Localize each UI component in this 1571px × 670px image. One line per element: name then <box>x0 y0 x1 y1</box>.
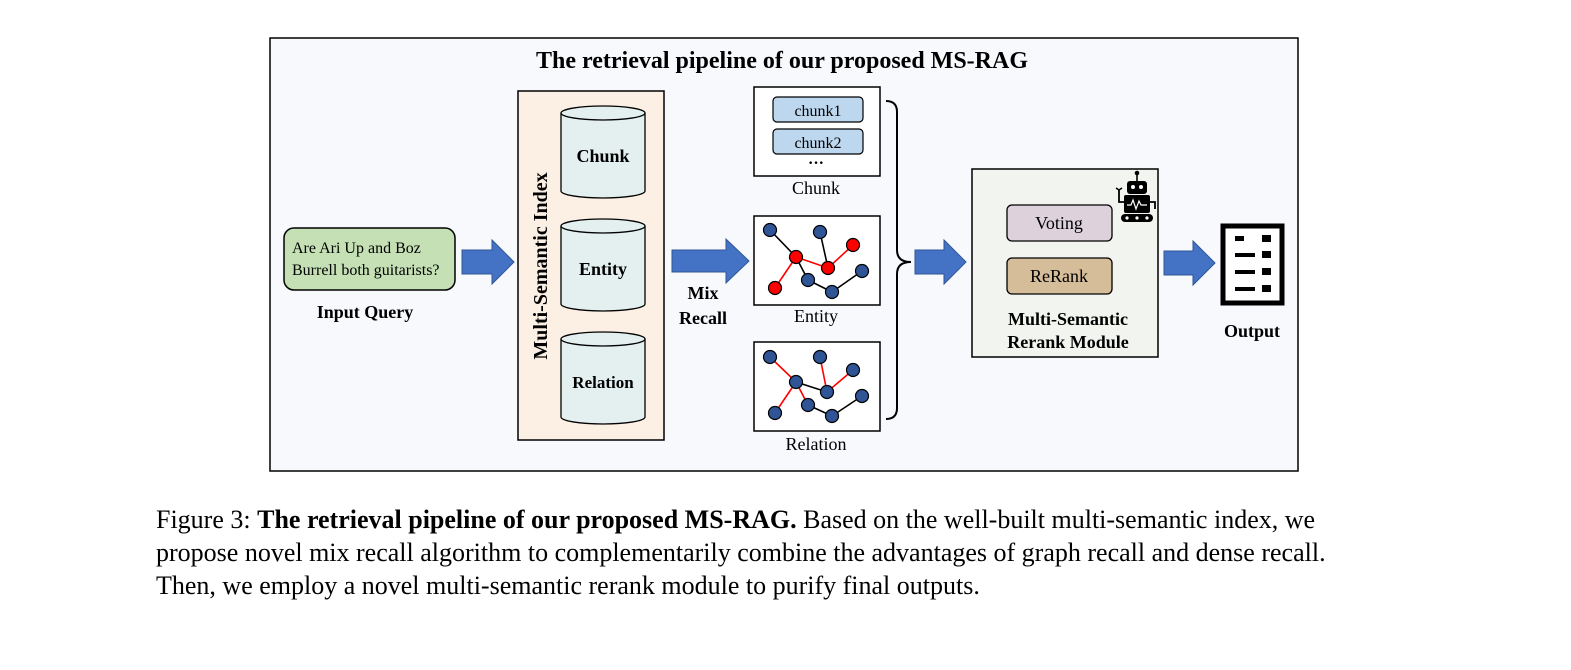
arrow-mix-recall <box>671 237 750 285</box>
index-label: Multi-Semantic Index <box>530 172 552 359</box>
entity-graph-nodes <box>762 222 870 300</box>
input-query-box <box>283 227 456 291</box>
input-query-line2: Burrell both guitarists? <box>292 262 440 279</box>
cylinder-entity-label: Entity <box>579 259 627 279</box>
rerank-module-label-line1: Multi-Semantic <box>1008 309 1128 329</box>
rerank-module-label-line2: Rerank Module <box>1007 332 1129 352</box>
voting-label: Voting <box>1035 213 1083 233</box>
robot-icon <box>1115 170 1156 222</box>
chunk2-label: chunk2 <box>794 135 841 152</box>
input-query-group: Are Ari Up and Boz Burrell both guitaris… <box>283 227 456 322</box>
chunk-panel: chunk1 chunk2 ··· Chunk <box>753 86 881 198</box>
caption-bold-title: The retrieval pipeline of our proposed M… <box>257 505 797 534</box>
output-group: Output <box>1220 223 1285 341</box>
cylinder-relation: Relation <box>560 331 646 425</box>
rerank-box <box>1006 257 1113 295</box>
chunk-panel-label: Chunk <box>792 178 840 198</box>
entity-panel-label: Entity <box>794 306 838 326</box>
output-label: Output <box>1224 321 1280 341</box>
caption-prefix: Figure 3: <box>156 505 258 534</box>
arrow-to-output <box>1163 239 1216 287</box>
cylinder-chunk: Chunk <box>560 105 646 199</box>
input-query-label: Input Query <box>317 302 414 322</box>
relation-panel-label: Relation <box>786 434 847 454</box>
entity-panel: Entity <box>753 215 881 326</box>
caption-line1-rest: Based on the well-built multi-semantic i… <box>796 505 1316 534</box>
figure-title: The retrieval pipeline of our proposed M… <box>536 48 1028 74</box>
mix-recall-line2: Recall <box>679 308 727 328</box>
caption-line-1: Figure 3: The retrieval pipeline of our … <box>156 503 1446 536</box>
input-query-line1: Are Ari Up and Boz <box>292 240 421 257</box>
caption-line-3: Then, we employ a novel multi-semantic r… <box>156 571 980 600</box>
relation-graph-nodes <box>762 349 870 424</box>
chunk1-label: chunk1 <box>794 103 841 120</box>
chunk-ellipsis: ··· <box>808 155 824 172</box>
cylinder-relation-label: Relation <box>572 373 634 392</box>
figure-caption: Figure 3: The retrieval pipeline of our … <box>156 503 1446 602</box>
recall-merge-brace <box>885 100 912 420</box>
pipeline-figure: The retrieval pipeline of our proposed M… <box>269 37 1299 472</box>
voting-box <box>1006 204 1113 242</box>
multi-semantic-index: Multi-Semantic Index Chunk Entity Relati… <box>517 90 665 441</box>
mix-recall-line1: Mix <box>688 283 719 303</box>
relation-panel: Relation <box>753 341 881 454</box>
arrow-to-rerank <box>914 238 967 286</box>
cylinder-chunk-label: Chunk <box>576 146 629 166</box>
rerank-module: Voting ReRank Multi-Semantic Rerank Modu… <box>971 168 1159 358</box>
arrow-query-to-index <box>461 238 515 286</box>
output-document-icon <box>1220 223 1285 306</box>
chunk2-box <box>772 128 864 155</box>
cylinder-entity: Entity <box>560 218 646 312</box>
rerank-label: ReRank <box>1030 266 1088 286</box>
caption-line-2: propose novel mix recall algorithm to co… <box>156 538 1326 567</box>
chunk1-box <box>772 96 864 123</box>
